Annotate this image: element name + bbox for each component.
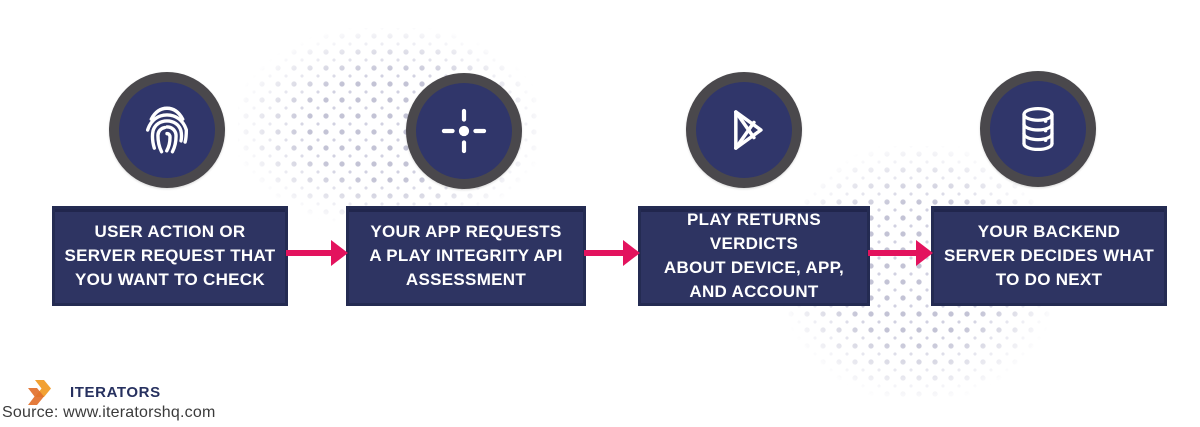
arrow-shaft [286, 250, 331, 256]
step1-box: USER ACTION OR SERVER REQUEST THAT YOU W… [52, 206, 288, 306]
flow-arrow-1 [286, 240, 348, 266]
flow-arrow-2 [584, 240, 640, 266]
database-icon [1010, 101, 1066, 157]
source-credit: Source: www.iteratorshq.com [2, 404, 216, 421]
brand-name: ITERATORS [70, 384, 161, 401]
step1-label: USER ACTION OR SERVER REQUEST THAT YOU W… [64, 222, 276, 289]
step2-circle [406, 73, 522, 189]
crosshair-icon [436, 103, 492, 159]
step1-circle [109, 72, 225, 188]
arrow-shaft [868, 250, 916, 256]
step2-box: YOUR APP REQUESTS A PLAY INTEGRITY API A… [346, 206, 586, 306]
arrow-head-icon [623, 240, 640, 266]
arrow-shaft [584, 250, 623, 256]
step2-label: YOUR APP REQUESTS A PLAY INTEGRITY API A… [369, 222, 563, 289]
step3-label: PLAY RETURNS VERDICTS ABOUT DEVICE, APP,… [663, 210, 845, 301]
step4-circle [980, 71, 1096, 187]
step4-label: YOUR BACKEND SERVER DECIDES WHAT TO DO N… [943, 222, 1155, 289]
fingerprint-icon [138, 101, 196, 159]
arrow-head-icon [331, 240, 348, 266]
iterators-logo-icon [27, 379, 63, 412]
arrow-head-icon [916, 240, 933, 266]
step4-box: YOUR BACKEND SERVER DECIDES WHAT TO DO N… [931, 206, 1167, 306]
flow-arrow-3 [868, 240, 933, 266]
step3-box: PLAY RETURNS VERDICTS ABOUT DEVICE, APP,… [638, 206, 870, 306]
google-play-icon [716, 102, 772, 158]
step3-circle [686, 72, 802, 188]
